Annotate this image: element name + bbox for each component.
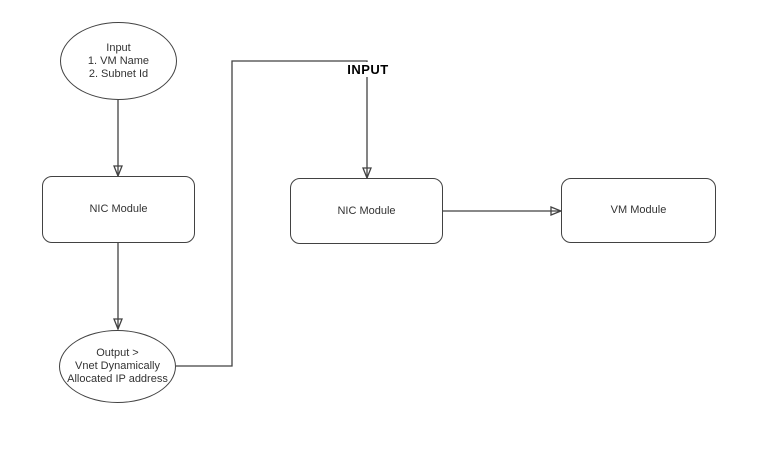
output-ellipse-line-2: Vnet Dynamically bbox=[75, 360, 160, 372]
output-ellipse-line-1: Output > bbox=[96, 347, 139, 359]
nic-module-right-label: NIC Module bbox=[337, 204, 396, 217]
node-nic-module-left: NIC Module bbox=[42, 176, 195, 243]
output-ellipse-text: Output > Vnet Dynamically Allocated IP a… bbox=[60, 347, 175, 386]
nic-module-left-label: NIC Module bbox=[89, 203, 148, 215]
node-vm-module: VM Module bbox=[561, 178, 716, 243]
edge-label-input: INPUT bbox=[340, 62, 396, 77]
node-nic-module-right: NIC Module bbox=[290, 178, 443, 244]
output-ellipse-line-3: Allocated IP address bbox=[67, 373, 168, 385]
connector-output-to-nic-right bbox=[176, 60, 367, 367]
input-ellipse-text: Input 1. VM Name 2. Subnet Id bbox=[61, 42, 176, 81]
node-input-ellipse: Input 1. VM Name 2. Subnet Id bbox=[60, 22, 177, 100]
input-ellipse-line-3: 2. Subnet Id bbox=[88, 67, 149, 80]
input-ellipse-line-2: 1. VM Name bbox=[87, 54, 150, 67]
node-output-ellipse: Output > Vnet Dynamically Allocated IP a… bbox=[59, 330, 176, 403]
vm-module-label: VM Module bbox=[610, 204, 667, 216]
input-ellipse-line-1: Input bbox=[106, 41, 131, 54]
